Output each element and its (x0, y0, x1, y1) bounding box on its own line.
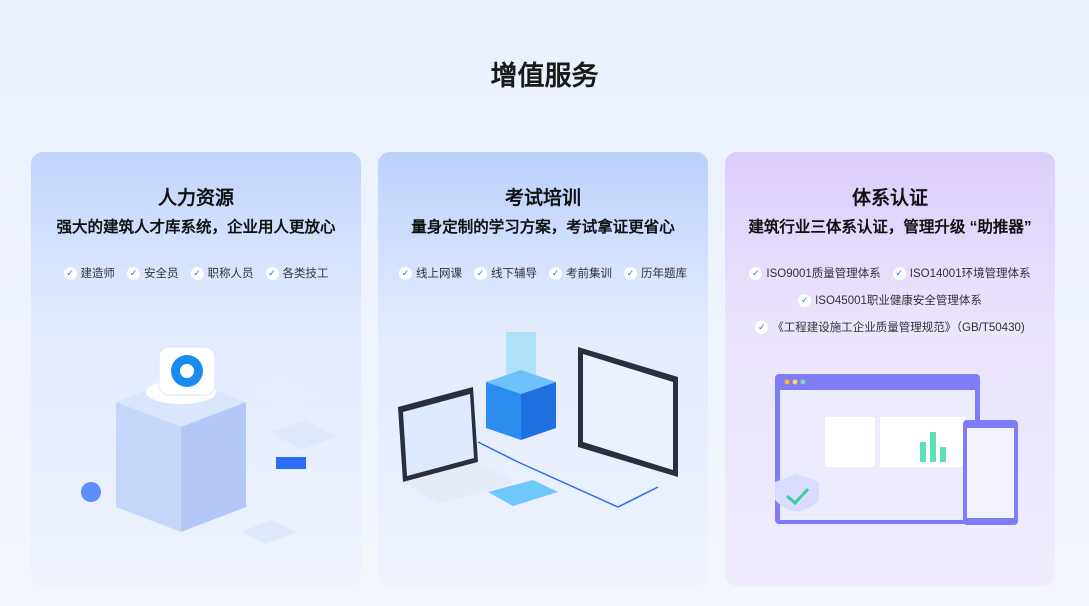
server-building-illustration (81, 346, 336, 544)
check-icon: ✓ (190, 266, 204, 280)
check-label: 《工程建设施工企业质量管理规范》（GB/T50430) (772, 322, 1025, 334)
check-icon: ✓ (265, 266, 279, 280)
card-title: 人力资源 (157, 188, 234, 209)
check-label: 安全员 (144, 268, 179, 280)
check-icon: ✓ (399, 266, 412, 280)
check-icon: ✓ (798, 293, 812, 307)
check-icon: ✓ (549, 266, 562, 280)
check-icon: ✓ (755, 320, 769, 334)
check-item: ✓ISO9001质量管理体系 (749, 265, 881, 281)
check-label: 建造师 (80, 268, 116, 280)
card-subtitle: 建筑行业三体系认证，管理升级 “助推器” (748, 219, 1032, 236)
check-item: ✓ 安全员 (127, 265, 179, 281)
card-title: 考试培训 (504, 188, 581, 209)
check-item: ✓ 线下辅导 (474, 265, 537, 281)
check-item: ✓ 线上网课 (399, 265, 462, 281)
check-label: ISO45001职业健康安全管理体系 (815, 295, 982, 307)
check-label: 考前集训 (566, 268, 612, 280)
card-subtitle: 强大的建筑人才库系统，企业用人更放心 (56, 219, 336, 236)
check-item: ✓各类技工 (265, 265, 329, 281)
check-icon: ✓ (127, 266, 140, 280)
check-icon: ✓ (474, 266, 487, 280)
check-label: 线下辅导 (491, 268, 537, 280)
check-item: ✓ISO14001环境管理体系 (892, 265, 1031, 281)
check-item: ✓建造师 (63, 265, 116, 281)
check-item: ✓职称人员 (190, 265, 254, 281)
card-system-certification[interactable]: 体系认证 建筑行业三体系认证，管理升级 “助推器” ✓ISO9001质量管理体系… (725, 152, 1055, 586)
check-label: 各类技工 (282, 268, 329, 280)
card-exam-training[interactable]: 考试培训 量身定制的学习方案，考试拿证更省心 ✓ 线上网课 ✓ 线下辅导 ✓ 考前集训… (378, 152, 708, 586)
check-label: ISO14001环境管理体系 (909, 268, 1031, 280)
check-icon: ✓ (749, 266, 763, 280)
management-dashboard-illustration (775, 374, 1018, 525)
check-icon: ✓ (63, 266, 77, 280)
card-human-resources[interactable]: 人力资源 强大的建筑人才库系统，企业用人更放心 ✓建造师 ✓安全员 ✓职称人员 … (31, 152, 361, 586)
check-icon: ✓ (624, 266, 637, 280)
check-item: ✓ISO45001职业健康安全管理体系 (798, 292, 982, 308)
card-subtitle: 量身定制的学习方案，考试拿证更省心 (411, 219, 675, 236)
check-label: ISO9001质量管理体系 (766, 268, 881, 280)
check-label: 线上网课 (416, 268, 462, 280)
check-item: ✓《工程建设施工企业质量管理规范》（GB/T50430) (755, 319, 1025, 335)
check-item: ✓ 考前集训 (549, 265, 612, 281)
check-item: ✓ 历年题库 (624, 265, 687, 281)
page-title: 增值服务 (490, 61, 599, 91)
card-title: 体系认证 (851, 188, 928, 209)
check-label: 历年题库 (641, 268, 687, 280)
online-learning-illustration (398, 332, 678, 508)
check-label: 职称人员 (207, 268, 254, 280)
check-icon: ✓ (892, 266, 906, 280)
